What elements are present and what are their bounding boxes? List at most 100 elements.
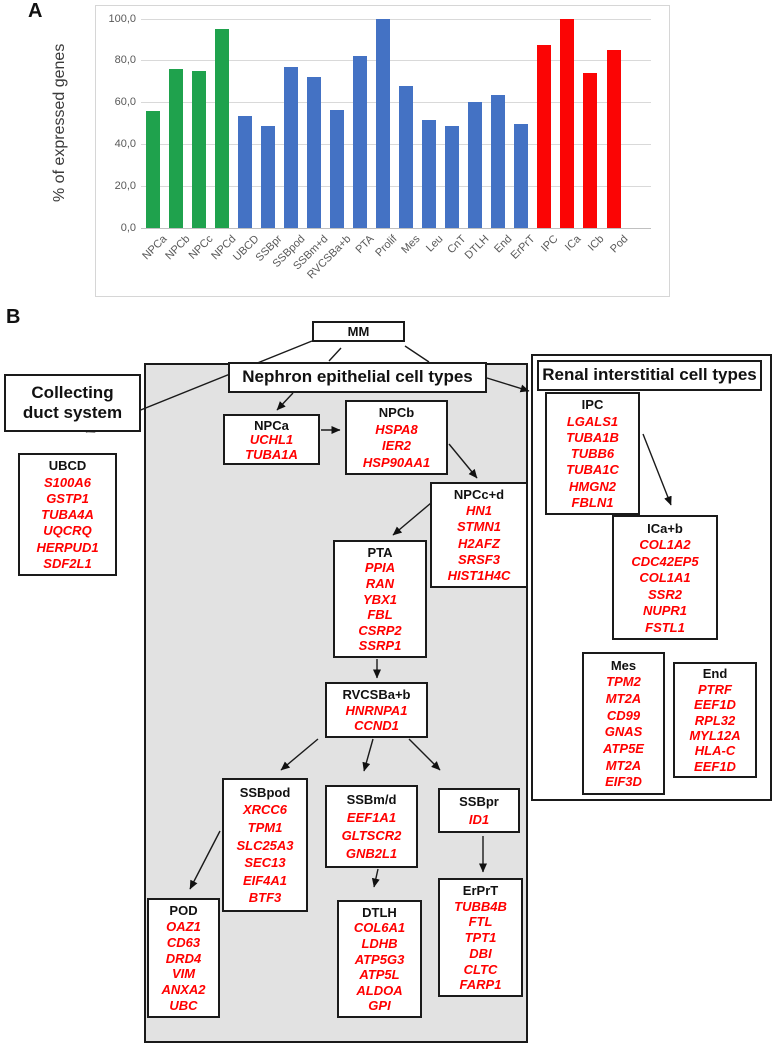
gene-label-oaz1: OAZ1 [166, 918, 201, 934]
mm-root-box: MM [312, 321, 405, 342]
gene-label-ccnd1: CCND1 [354, 718, 399, 734]
gene-label-hist1h4c: HIST1H4C [447, 567, 511, 583]
cell-type-title: NPCa [254, 417, 289, 433]
gene-label-mt2a: MT2A [605, 757, 642, 773]
bar-npca [145, 110, 160, 228]
bar-rvcsba-b [329, 109, 344, 228]
connector-line [408, 738, 441, 771]
gene-label-id1: ID1 [468, 811, 490, 827]
cell-type-title: PTA [367, 544, 393, 560]
cell-type-title: SSBm/d [346, 792, 397, 807]
gene-label-hnrnpa1: HNRNPA1 [345, 702, 408, 718]
gene-label-gltscr2: GLTSCR2 [341, 828, 402, 843]
gene-label-stmn1: STMN1 [456, 519, 502, 535]
bar-erprt [514, 124, 529, 228]
cell-type-title: ICa+b [647, 520, 683, 536]
bar-npcb [168, 68, 183, 228]
connector-line [642, 433, 672, 506]
gene-label-uchl1: UCHL1 [249, 432, 294, 447]
gene-label-btf3: BTF3 [248, 890, 282, 906]
cell-type-title: Mes [610, 657, 637, 673]
gene-label-sec13: SEC13 [244, 855, 286, 871]
bar-mes [399, 85, 414, 228]
panel-b-label: B [6, 306, 21, 328]
gene-label-dbi: DBI [469, 945, 492, 961]
gene-label-herpud1: HERPUD1 [36, 539, 99, 555]
bar-end [491, 94, 506, 228]
bar-icb [583, 72, 598, 228]
bar-pta [352, 56, 367, 228]
connector-line [486, 377, 530, 393]
gene-label-nupr1: NUPR1 [642, 603, 688, 618]
chart-gridline [141, 186, 651, 188]
gene-label-tuba1b: TUBA1B [566, 429, 619, 445]
y-axis-tick-label: 100,0 [108, 12, 136, 25]
nephron-section-label: Nephron epithelial cell types [228, 362, 487, 393]
chart-gridline [141, 228, 651, 229]
gene-label-hsp90aa1: HSP90AA1 [362, 454, 431, 470]
gene-label-ybx1: YBX1 [363, 591, 397, 607]
gene-label-cdc42ep5: CDC42EP5 [631, 553, 699, 569]
gene-label-gnas: GNAS [604, 724, 643, 740]
bar-ubcd [237, 115, 252, 228]
gene-label-tpm2: TPM2 [606, 674, 641, 690]
gene-label-col1a2: COL1A2 [639, 537, 691, 552]
connector-line [328, 347, 342, 362]
gene-label-fbln1: FBLN1 [571, 494, 614, 510]
gene-label-tuba1c: TUBA1C [566, 462, 619, 478]
bar-ica [560, 18, 575, 228]
gene-label-gstp1: GSTP1 [46, 490, 89, 506]
cell-type-title: UBCD [48, 458, 87, 474]
chart-gridline [141, 144, 651, 146]
gene-label-fstl1: FSTL1 [645, 619, 685, 635]
chart-gridline [141, 18, 651, 20]
cell-type-title: SSBpr [459, 794, 499, 810]
gene-label-csrp2: CSRP2 [358, 622, 402, 638]
bar-ipc [537, 44, 552, 228]
gene-label-ldhb: LDHB [361, 935, 398, 951]
connector-line [404, 345, 430, 363]
gene-label-ppia: PPIA [364, 560, 396, 576]
gene-label-uqcrq: UQCRQ [43, 523, 92, 539]
bar-ssbm-d [306, 77, 321, 228]
cell-type-title: DTLH [362, 904, 397, 920]
gene-label-hn1: HN1 [465, 503, 492, 519]
connector-line [392, 502, 432, 536]
cell-type-title: IPC [581, 397, 604, 413]
bar-npcc [191, 70, 206, 228]
gene-label-atp5l: ATP5L [359, 967, 400, 983]
cell-type-title: NPCc+d [453, 487, 505, 503]
gene-label-ubc: UBC [169, 998, 198, 1014]
gene-label-tpt1: TPT1 [464, 930, 497, 945]
bar-dtlh [468, 102, 483, 228]
gene-label-mt2a: MT2A [605, 690, 642, 706]
cell-type-title: SSBpod [239, 784, 291, 800]
cell-type-title: NPCb [378, 405, 415, 421]
gene-label-tubb4b: TUBB4B [454, 898, 507, 914]
renal-section-label: Renal interstitial cell types [537, 360, 762, 391]
chart-gridline [141, 102, 651, 104]
gene-label-ssr2: SSR2 [648, 586, 682, 602]
cell-type-title: End [702, 666, 728, 682]
gene-label-col1a1: COL1A1 [639, 570, 691, 585]
bar-cnt [445, 126, 460, 228]
gene-label-hspa8: HSPA8 [375, 421, 418, 437]
bar-pod [606, 49, 621, 228]
gene-label-cd99: CD99 [606, 707, 641, 723]
bar-npcd [214, 28, 229, 228]
bar-leu [422, 120, 437, 228]
gene-label-gnb2l1: GNB2L1 [345, 846, 398, 861]
gene-label-gpi: GPI [368, 998, 391, 1014]
